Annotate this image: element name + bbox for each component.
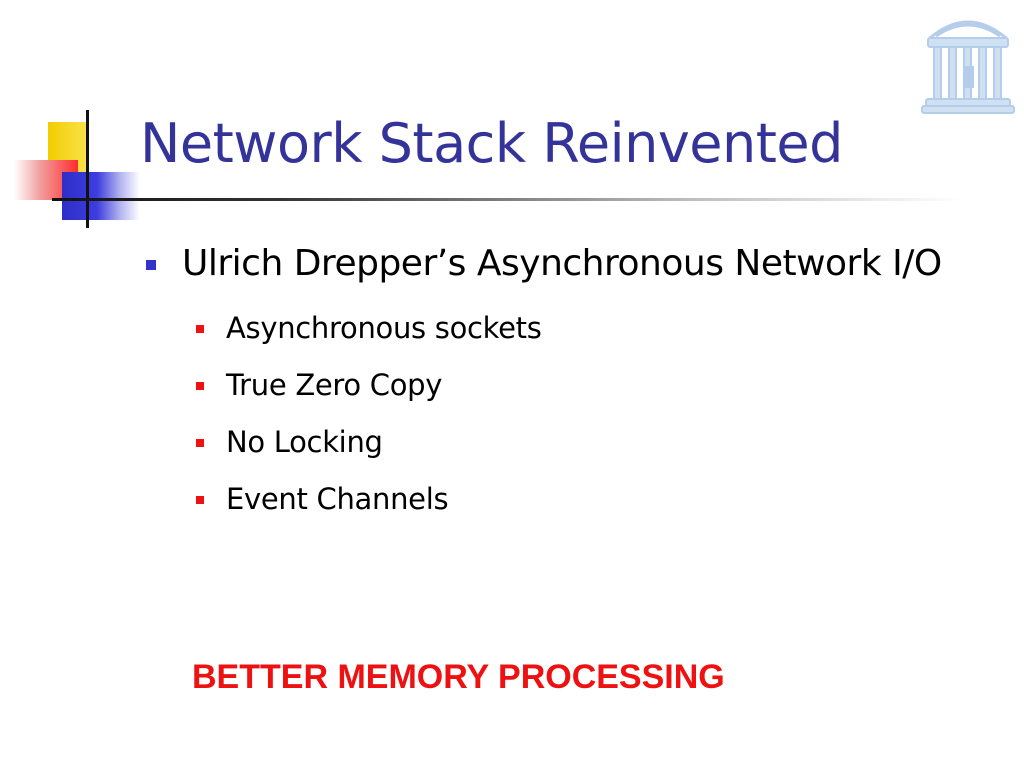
- bullet-text: Ulrich Drepper’s Asynchronous Network I/…: [182, 243, 942, 284]
- bullet-item: Ulrich Drepper’s Asynchronous Network I/…: [144, 236, 984, 528]
- sub-bullet-square-icon: [196, 496, 204, 504]
- sub-bullet-text: True Zero Copy: [226, 368, 443, 402]
- sub-bullet-text: No Locking: [226, 425, 383, 459]
- sub-bullet-text: Asynchronous sockets: [226, 311, 542, 345]
- deco-vertical-line: [86, 110, 89, 228]
- sub-bullet-square-icon: [196, 325, 204, 333]
- sub-bullet-square-icon: [196, 382, 204, 390]
- sub-bullet-item: No Locking: [182, 414, 984, 471]
- sub-bullet-square-icon: [196, 439, 204, 447]
- slide-title: Network Stack Reinvented: [140, 112, 843, 175]
- sub-bullet-text: Event Channels: [226, 482, 449, 516]
- old-well-icon: [921, 20, 1015, 114]
- deco-blue-square: [62, 172, 140, 220]
- bullet-list: Ulrich Drepper’s Asynchronous Network I/…: [144, 236, 984, 528]
- bullet-square-icon: [146, 260, 156, 270]
- sub-bullet-item: Asynchronous sockets: [182, 300, 984, 357]
- sub-bullet-list: Asynchronous sockets True Zero Copy No L…: [182, 300, 984, 528]
- title-underline: [52, 198, 962, 201]
- sub-bullet-item: Event Channels: [182, 471, 984, 528]
- emphasis-text: BETTER MEMORY PROCESSING: [192, 658, 725, 696]
- sub-bullet-item: True Zero Copy: [182, 357, 984, 414]
